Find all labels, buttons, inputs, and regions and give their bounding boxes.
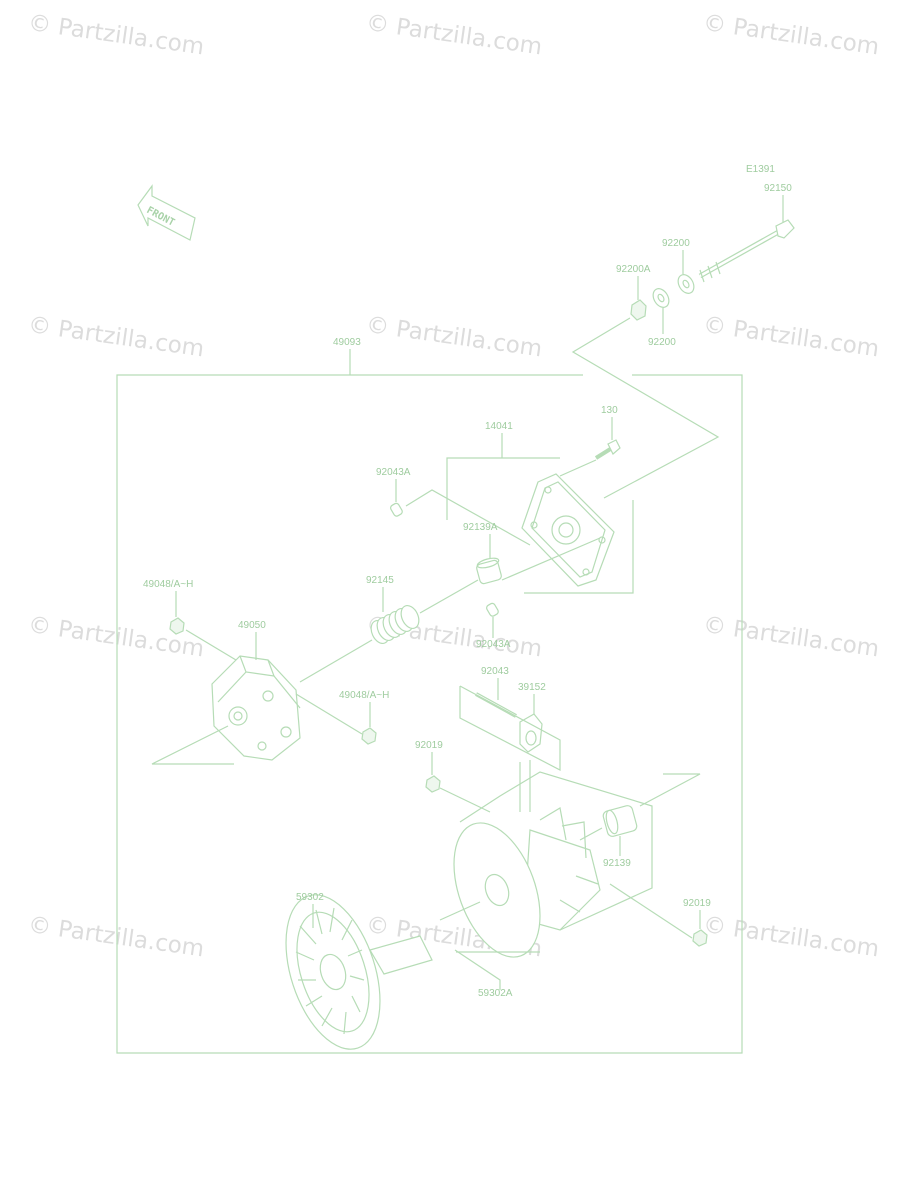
label-92019-left: 92019 xyxy=(415,740,443,751)
bolt-130-icon xyxy=(594,439,621,460)
nut-92200A-icon xyxy=(630,299,647,321)
diagram-code: E1391 xyxy=(746,164,775,175)
nut-49048-top-icon xyxy=(169,617,185,635)
front-arrow-icon: FRONT xyxy=(137,184,196,241)
bolt-92150-icon xyxy=(698,219,795,283)
label-49050: 49050 xyxy=(238,620,266,631)
roller-39152-icon xyxy=(519,713,543,753)
label-92139: 92139 xyxy=(603,858,631,869)
bushing-92139-icon xyxy=(602,805,638,837)
label-92043A-mid: 92043A xyxy=(476,639,511,650)
label-14041: 14041 xyxy=(485,421,513,432)
label-49093: 49093 xyxy=(333,337,361,348)
washer-92200-icon xyxy=(677,274,695,294)
nut-92019-left-icon xyxy=(425,775,441,793)
nut-92019-right-icon xyxy=(692,929,708,947)
weight-49050-icon xyxy=(211,655,301,761)
label-92145: 92145 xyxy=(366,575,394,586)
spring-92145-icon xyxy=(370,605,420,644)
label-130: 130 xyxy=(601,405,618,416)
label-39152: 39152 xyxy=(518,682,546,693)
assembly-frame xyxy=(116,374,743,1054)
label-59302A: 59302A xyxy=(478,988,513,999)
label-92043A-top: 92043A xyxy=(376,467,411,478)
label-92150: 92150 xyxy=(764,183,792,194)
label-92019-right: 92019 xyxy=(683,898,711,909)
sheave-59302A-icon xyxy=(453,807,601,958)
label-92200-top: 92200 xyxy=(662,238,690,249)
nut-49048-bottom-icon xyxy=(361,727,377,745)
sheave-59302-icon xyxy=(285,894,481,1050)
label-59302: 59302 xyxy=(296,892,324,903)
pin-92043A-top-icon xyxy=(390,502,403,517)
pin-92043A-mid-icon xyxy=(486,602,499,617)
label-92043: 92043 xyxy=(481,666,509,677)
bushing-92139A-icon xyxy=(476,557,502,585)
washer-92200-lower-icon xyxy=(652,288,670,308)
label-92200A: 92200A xyxy=(616,264,651,275)
label-49048-top: 49048/A~H xyxy=(143,579,193,590)
label-92139A: 92139A xyxy=(463,522,498,533)
label-92200-bottom: 92200 xyxy=(648,337,676,348)
cover-plate-14041-icon xyxy=(521,473,615,587)
label-49048-bottom: 49048/A~H xyxy=(339,690,389,701)
